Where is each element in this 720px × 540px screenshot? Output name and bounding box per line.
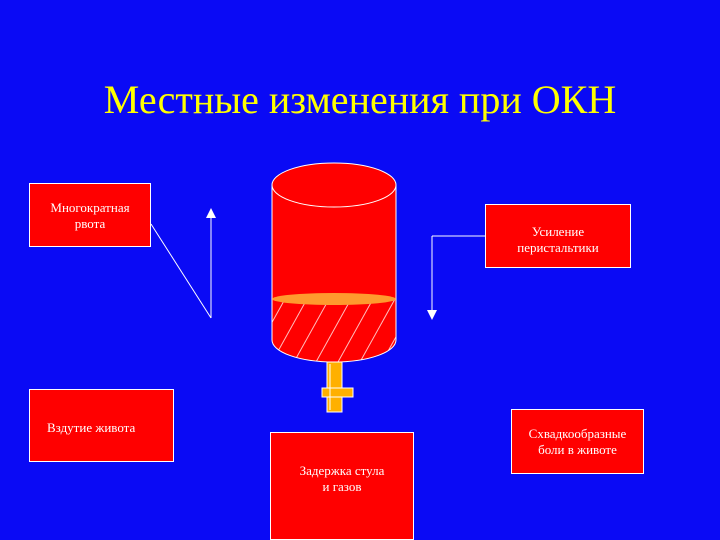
cramping-pain-label: Схвадкообразные боли в животе — [528, 425, 627, 457]
stool-retention-box: Задержка стула и газов — [270, 432, 414, 540]
tank-top-lid — [271, 162, 397, 208]
vomiting-box: Многократная рвота — [29, 183, 151, 247]
peristalsis-label: Усиление перистальтики — [517, 224, 599, 255]
fluid-level-surface — [272, 293, 396, 305]
slide-title: Местные изменения при ОКН — [103, 77, 617, 122]
valve-tap-icon — [321, 361, 354, 413]
cramping-pain-box: Схвадкообразные боли в животе — [511, 409, 644, 474]
cylinder-tank-icon — [271, 162, 397, 363]
liquid-hatching — [272, 299, 396, 362]
peristalsis-box: Усиление перистальтики — [485, 204, 631, 268]
bloating-box: Вздутие живота — [29, 389, 174, 462]
stool-retention-label: Задержка стула и газов — [299, 463, 385, 494]
arrow-down-icon — [427, 235, 485, 320]
vomit-connector-line — [150, 223, 212, 319]
arrow-up-icon — [150, 208, 216, 319]
vomiting-label: Многократная рвота — [50, 200, 130, 231]
bloating-label: Вздутие живота — [47, 420, 136, 435]
